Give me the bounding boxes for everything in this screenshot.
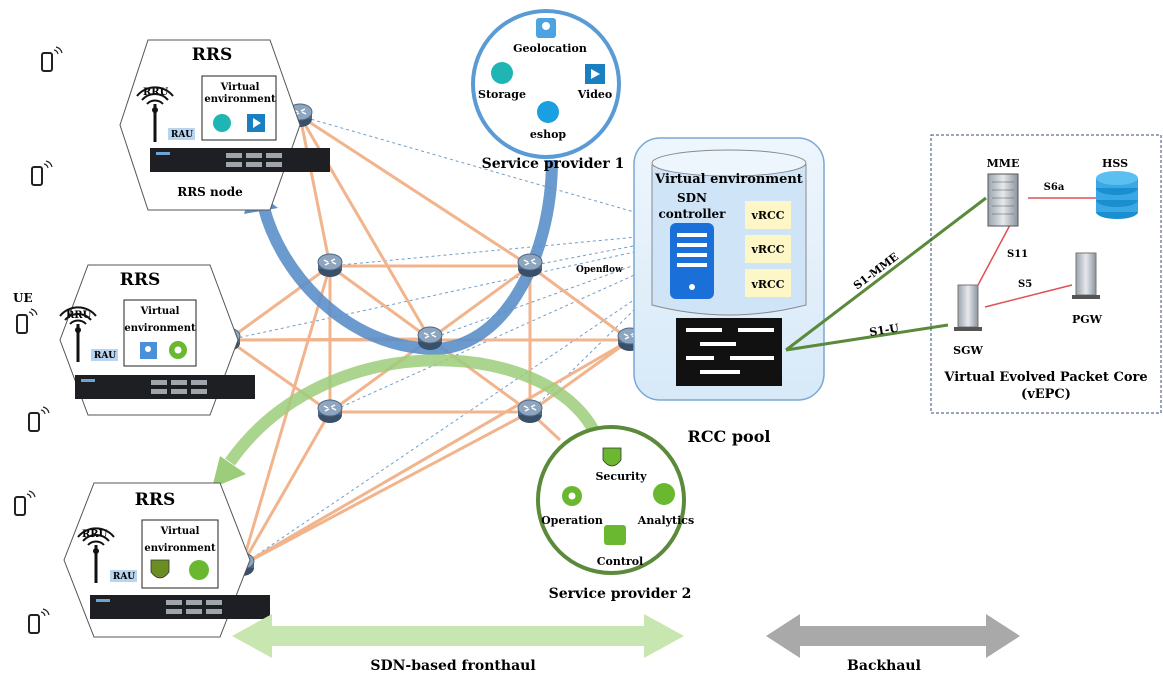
rrs-bot-ve1: Virtual <box>160 526 200 537</box>
rrs-mid-rru: RRU <box>66 310 92 321</box>
rrs-mid-ve2: environment <box>124 323 196 334</box>
vepc-box: MME HSS S6a S11 S5 SGW PGW Virtual Evolv… <box>930 134 1162 414</box>
storage-icon <box>491 62 513 84</box>
rrs-mid-ve1: Virtual <box>140 306 180 317</box>
sp1-geolocation: Geolocation <box>513 42 587 55</box>
s6a-label: S6a <box>1044 182 1065 193</box>
vrcc-3: vRCC <box>750 278 784 291</box>
rrs-top-ve1: Virtual <box>220 82 260 93</box>
sp1-video: Video <box>577 88 613 101</box>
service-provider-1: Geolocation Storage Video eshop Service … <box>471 9 625 172</box>
rcc-sdn1: SDN <box>677 191 707 205</box>
rrs-top-rau: RAU <box>171 130 193 140</box>
vrcc-1: vRCC <box>750 209 784 222</box>
rrs-node-label: RRS node <box>177 185 243 199</box>
rrs-top-ve2: environment <box>204 94 276 105</box>
s5-label: S5 <box>1018 279 1032 290</box>
hss-database-icon <box>1096 171 1138 219</box>
rrs-mid: RRS RRU RAU Virtual environment <box>58 264 255 416</box>
pgw-server-icon <box>1075 252 1097 296</box>
rrs-top: RRS RRU RAU Virtual environment RRS node <box>119 39 330 211</box>
rcc-ve-title: Virtual environment <box>654 172 803 187</box>
storage-icon <box>213 114 231 132</box>
sp1-title: Service provider 1 <box>482 156 625 172</box>
mme-server-icon <box>987 173 1019 227</box>
rcc-sdn2: controller <box>659 207 727 221</box>
vrcc-2: vRCC <box>750 243 784 256</box>
sp2-flow-arrow <box>225 354 604 466</box>
backhaul-arrow <box>766 614 1020 658</box>
sp2-title: Service provider 2 <box>549 586 692 602</box>
control-icon <box>604 525 626 545</box>
security-icon <box>602 447 622 467</box>
ue-devices <box>14 46 63 634</box>
sp2-security: Security <box>595 470 647 483</box>
rrs-bot-rau: RAU <box>113 572 135 582</box>
pgw-label: PGW <box>1072 313 1103 326</box>
sp1-storage: Storage <box>478 88 526 101</box>
vepc-title-1: Virtual Evolved Packet Core <box>943 370 1147 385</box>
rrs-bot-title: RRS <box>135 490 176 510</box>
sgw-server-icon <box>957 284 979 328</box>
sp2-control: Control <box>597 555 643 568</box>
rrs-top-title: RRS <box>192 45 233 65</box>
s11-label: S11 <box>1007 249 1028 260</box>
sp1-flow-arrow <box>258 159 558 355</box>
fronthaul-label: SDN-based fronthaul <box>370 658 535 674</box>
service-provider-2: Security Operation Analytics Control Ser… <box>536 425 694 602</box>
rcc-pool: Virtual environment SDN controller vRCC … <box>633 137 825 446</box>
rrs-mid-title: RRS <box>120 270 161 290</box>
openflow-label: Openflow <box>576 265 623 275</box>
rrs-bot: RRS RRU RAU Virtual environment <box>63 482 270 638</box>
backhaul-label: Backhaul <box>847 658 921 674</box>
ue-label: UE <box>13 291 33 305</box>
sp1-eshop: eshop <box>530 128 567 141</box>
vepc-title-2: (vEPC) <box>1021 387 1071 402</box>
cart-icon <box>537 101 559 123</box>
rrs-mid-rau: RAU <box>94 351 116 361</box>
sgw-label: SGW <box>953 344 983 357</box>
rcc-pool-label: RCC pool <box>688 427 771 446</box>
s1-mme-label: S1-MME <box>851 250 901 292</box>
rrs-bot-ve2: environment <box>144 543 216 554</box>
security-icon <box>150 559 170 579</box>
sdn-controller-icon <box>670 223 714 299</box>
analytics-icon <box>189 560 209 580</box>
sp2-flow-arrowhead <box>212 456 246 488</box>
rrs-top-rru: RRU <box>143 87 169 98</box>
hss-label: HSS <box>1102 157 1128 170</box>
sp2-analytics: Analytics <box>637 514 694 527</box>
mme-label: MME <box>987 157 1020 170</box>
analytics-icon <box>653 483 675 505</box>
sp2-operation: Operation <box>541 514 603 527</box>
s1-u-label: S1-U <box>868 321 900 339</box>
fronthaul-arrow <box>232 614 684 658</box>
